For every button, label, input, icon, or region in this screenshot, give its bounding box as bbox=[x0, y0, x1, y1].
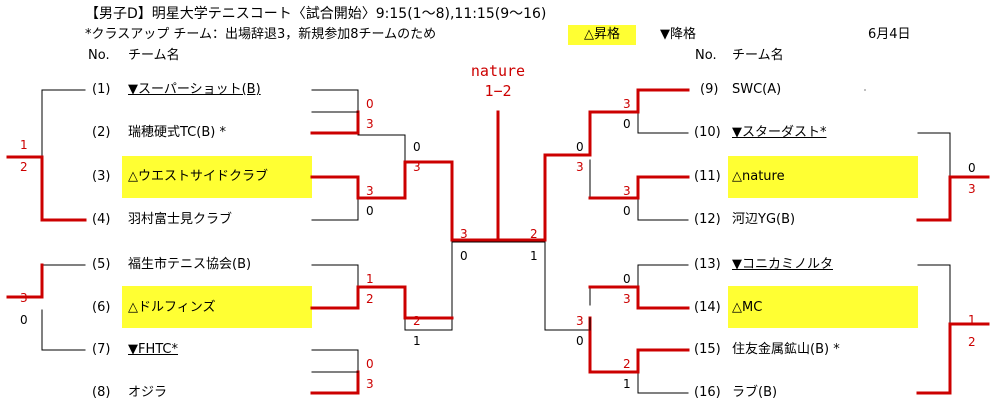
team-name: △ウエストサイドクラブ bbox=[128, 169, 268, 184]
score: 3 bbox=[968, 182, 976, 196]
team-no: (2) bbox=[92, 125, 111, 140]
score: 0 bbox=[366, 204, 374, 218]
team-no: (15) bbox=[694, 342, 721, 357]
score: 2 bbox=[623, 357, 631, 371]
score: 1 bbox=[623, 377, 631, 391]
score: 3 bbox=[366, 377, 374, 391]
score: 1 bbox=[20, 138, 28, 152]
score: 0 bbox=[576, 334, 584, 348]
team-no: (12) bbox=[694, 212, 721, 227]
team-name: △ドルフィンズ bbox=[128, 300, 216, 315]
score: 3 bbox=[366, 117, 374, 131]
team-no: (8) bbox=[92, 385, 111, 400]
score: 1 bbox=[968, 313, 976, 327]
team-name: ▼スターダスト* bbox=[732, 125, 827, 140]
score: 3 bbox=[623, 97, 631, 111]
team-no: (16) bbox=[694, 385, 721, 400]
score: 0 bbox=[576, 140, 584, 154]
team-name: 福生市テニス協会(B) bbox=[128, 257, 252, 272]
team-name: 河辺YG(B) bbox=[732, 212, 796, 227]
team-name: SWC(A) bbox=[732, 82, 782, 97]
team-no: (7) bbox=[92, 342, 111, 357]
team-no: (10) bbox=[694, 125, 721, 140]
highlight-left-3 bbox=[122, 156, 312, 198]
highlight-left-6 bbox=[122, 286, 312, 328]
team-no: (9) bbox=[700, 82, 719, 97]
team-name: ラブ(B) bbox=[732, 385, 778, 400]
right-no-header: No. bbox=[695, 48, 717, 63]
left-no-header: No. bbox=[88, 48, 110, 63]
team-name: 瑞穂硬式TC(B) * bbox=[128, 125, 226, 140]
score: 3 bbox=[413, 160, 421, 174]
score: 2 bbox=[366, 292, 374, 306]
team-no: (1) bbox=[92, 82, 111, 97]
team-no: (4) bbox=[92, 212, 111, 227]
final-team: nature bbox=[470, 62, 526, 80]
highlight-right-11 bbox=[728, 156, 918, 198]
score: 0 bbox=[623, 117, 631, 131]
score: 3 bbox=[460, 227, 468, 241]
score: 0 bbox=[366, 97, 374, 111]
date-label: 6月4日 bbox=[868, 27, 911, 42]
team-no: (14) bbox=[694, 300, 721, 315]
score: 0 bbox=[623, 272, 631, 286]
score: 3 bbox=[623, 292, 631, 306]
score: 0 bbox=[366, 357, 374, 371]
team-no: (11) bbox=[694, 169, 721, 184]
score: 1 bbox=[530, 249, 538, 263]
score: 1 bbox=[366, 272, 374, 286]
team-no: (13) bbox=[694, 257, 721, 272]
header-line1: 【男子D】明星大学テニスコート〈試合開始〉9:15(1〜8),11:15(9〜1… bbox=[85, 6, 547, 22]
team-no: (5) bbox=[92, 257, 111, 272]
header-line2: *クラスアップ チーム：出場辞退3，新規参加8チームのため bbox=[85, 27, 437, 42]
score: 0 bbox=[20, 313, 28, 327]
team-name: 羽村富士見クラブ bbox=[128, 212, 233, 227]
score: 2 bbox=[968, 335, 976, 349]
score: 0 bbox=[968, 161, 976, 175]
final-score: 1−2 bbox=[484, 82, 512, 100]
highlight-right-14 bbox=[728, 286, 918, 328]
team-name: 住友金属鉱山(B) * bbox=[732, 342, 840, 357]
right-team-header: チーム名 bbox=[732, 48, 784, 63]
promote-badge: △昇格 bbox=[568, 25, 636, 45]
team-name: オジラ bbox=[128, 385, 168, 400]
score: 2 bbox=[530, 227, 538, 241]
relegate-label: ▼降格 bbox=[660, 27, 696, 42]
team-no: (6) bbox=[92, 300, 111, 315]
score: 0 bbox=[623, 204, 631, 218]
team-no: (3) bbox=[92, 169, 111, 184]
score: 3 bbox=[623, 184, 631, 198]
score: 3 bbox=[366, 184, 374, 198]
team-name: △MC bbox=[732, 300, 763, 315]
score: 2 bbox=[413, 314, 421, 328]
score: 0 bbox=[413, 140, 421, 154]
score: 3 bbox=[576, 314, 584, 328]
team-name: ▼コニカミノルタ bbox=[732, 257, 833, 272]
left-team-header: チーム名 bbox=[128, 48, 180, 63]
score: 1 bbox=[413, 334, 421, 348]
score: 3 bbox=[576, 160, 584, 174]
team-name: ▼スーパーショット(B) bbox=[128, 82, 261, 97]
team-name: △nature bbox=[732, 169, 785, 184]
score: 2 bbox=[20, 160, 28, 174]
score: 3 bbox=[20, 291, 28, 305]
score: 0 bbox=[460, 249, 468, 263]
team-name: ▼FHTC* bbox=[128, 342, 179, 357]
